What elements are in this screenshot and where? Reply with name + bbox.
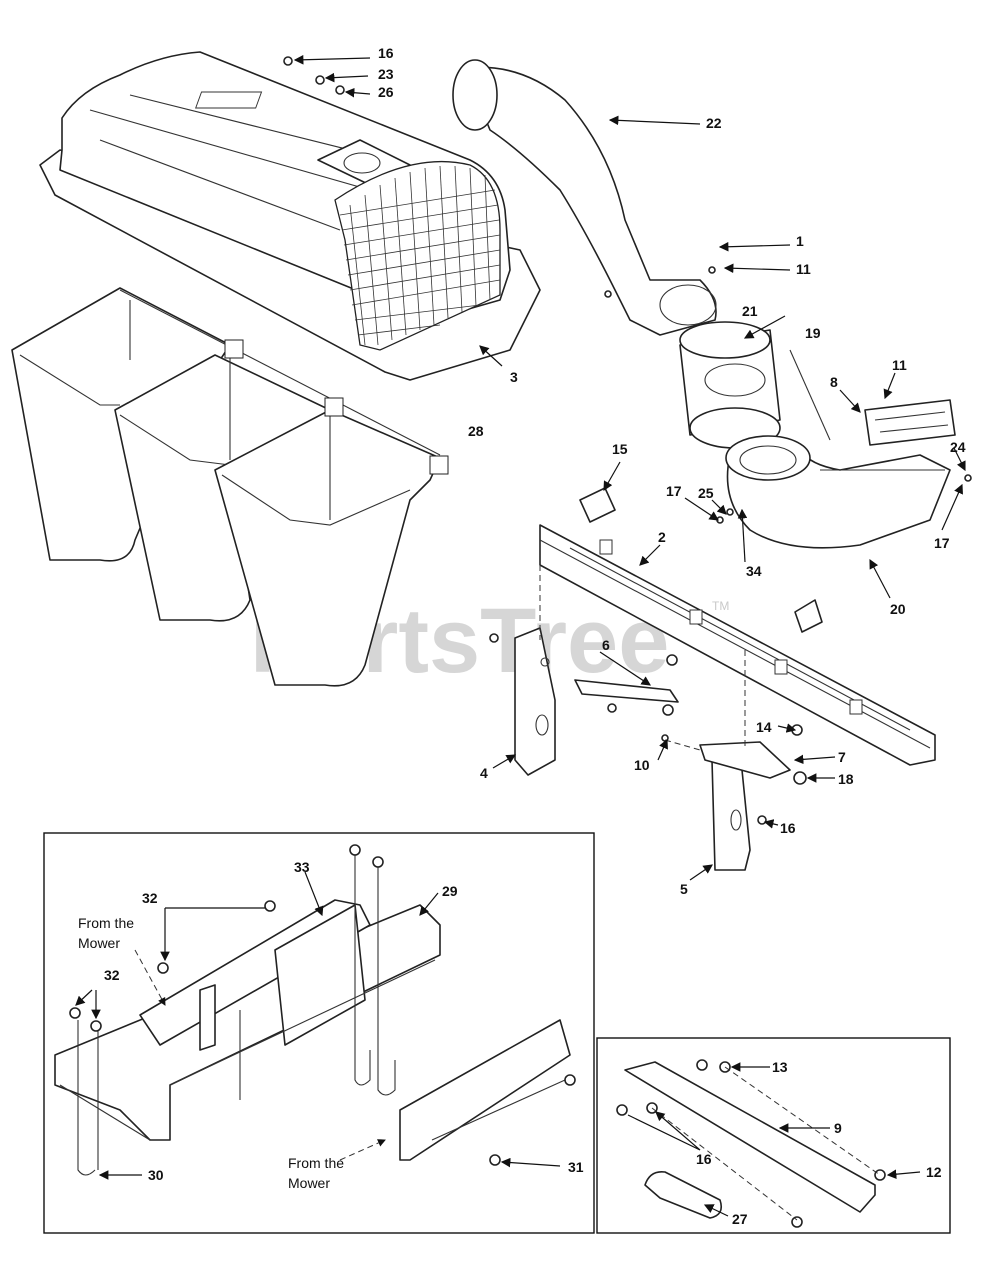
elbow-chute bbox=[725, 435, 951, 549]
callout-26: 26 bbox=[378, 84, 394, 100]
callout-34: 34 bbox=[746, 563, 762, 579]
callout-labels: 16 23 26 22 1 11 21 19 8 11 3 28 15 17 2… bbox=[104, 45, 966, 1227]
callout-19: 19 bbox=[805, 325, 821, 341]
callout-12: 12 bbox=[926, 1164, 942, 1180]
note-from-mower-1-line1: From the bbox=[78, 915, 134, 931]
chute-bracket bbox=[864, 399, 956, 446]
callout-28: 28 bbox=[468, 423, 484, 439]
callout-25: 25 bbox=[698, 485, 714, 501]
note-from-mower-2-line2: Mower bbox=[288, 1175, 330, 1191]
inset-hitch-assembly bbox=[54, 844, 576, 1176]
callout-17-right: 17 bbox=[934, 535, 950, 551]
support-rod bbox=[789, 349, 831, 441]
callout-13: 13 bbox=[772, 1059, 788, 1075]
callout-24: 24 bbox=[950, 439, 966, 455]
inset-box-hitch bbox=[43, 832, 595, 1234]
callout-8: 8 bbox=[830, 374, 838, 390]
callout-11-bracket: 11 bbox=[892, 357, 907, 373]
callout-6: 6 bbox=[602, 637, 610, 653]
callout-30: 30 bbox=[148, 1167, 164, 1183]
note-from-mower-2-line1: From the bbox=[288, 1155, 344, 1171]
chute-adapter bbox=[679, 321, 781, 449]
callout-20: 20 bbox=[890, 601, 906, 617]
callout-9: 9 bbox=[834, 1120, 842, 1136]
callout-7: 7 bbox=[838, 749, 846, 765]
callout-14: 14 bbox=[756, 719, 772, 735]
callout-5: 5 bbox=[680, 881, 688, 897]
watermark-trademark: TM bbox=[712, 599, 729, 613]
leader-lines bbox=[75, 54, 966, 1217]
callout-23: 23 bbox=[378, 66, 394, 82]
callout-33: 33 bbox=[294, 859, 310, 875]
link-arm-7 bbox=[699, 741, 791, 779]
hitch-plate-2 bbox=[794, 599, 823, 633]
callout-11: 11 bbox=[796, 261, 811, 277]
callout-21: 21 bbox=[742, 303, 758, 319]
callout-16-bracket: 16 bbox=[780, 820, 796, 836]
from-the-mower-notes: From the Mower From the Mower bbox=[78, 915, 344, 1191]
inset-plate-assembly bbox=[616, 1059, 886, 1228]
mounting-frame bbox=[539, 524, 936, 766]
callout-27: 27 bbox=[732, 1211, 748, 1227]
grass-bags bbox=[11, 287, 449, 687]
hitch-plate bbox=[579, 487, 616, 523]
callout-16: 16 bbox=[378, 45, 394, 61]
inset-box-plate bbox=[596, 1037, 951, 1234]
callout-17: 17 bbox=[666, 483, 682, 499]
discharge-chute bbox=[452, 59, 717, 336]
callout-4: 4 bbox=[480, 765, 488, 781]
callout-29: 29 bbox=[442, 883, 458, 899]
callout-32-left: 32 bbox=[104, 967, 120, 983]
note-from-mower-1-line2: Mower bbox=[78, 935, 120, 951]
callout-18: 18 bbox=[838, 771, 854, 787]
callout-1: 1 bbox=[796, 233, 804, 249]
callout-3: 3 bbox=[510, 369, 518, 385]
callout-16-plate: 16 bbox=[696, 1151, 712, 1167]
callout-31: 31 bbox=[568, 1159, 584, 1175]
callout-22: 22 bbox=[706, 115, 722, 131]
callout-32-top: 32 bbox=[142, 890, 158, 906]
link-arm-6 bbox=[574, 679, 679, 703]
callout-10: 10 bbox=[634, 757, 650, 773]
callout-2: 2 bbox=[658, 529, 666, 545]
grass-screen-mesh bbox=[334, 160, 501, 351]
callout-15: 15 bbox=[612, 441, 628, 457]
